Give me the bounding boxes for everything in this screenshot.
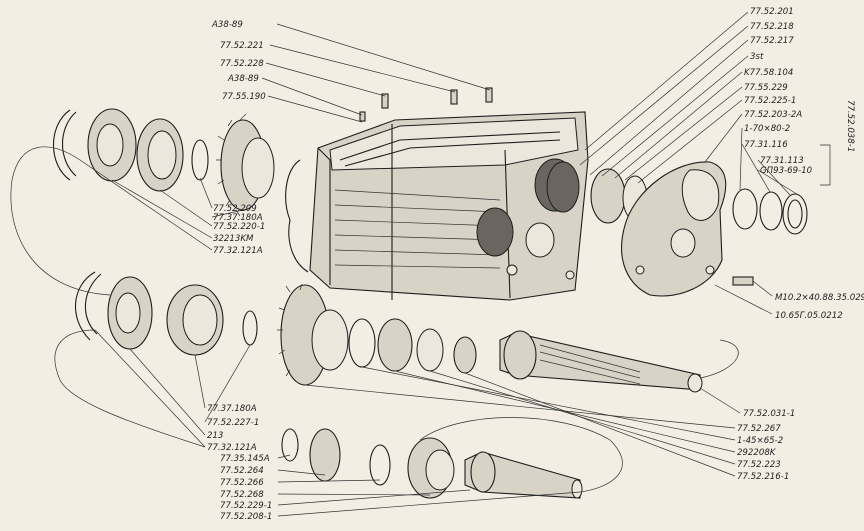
- needle-cage-77-52-264: [309, 428, 341, 482]
- gearbox-housing: [285, 111, 589, 301]
- ring-77-52-227-1: [242, 310, 258, 346]
- label-m10-bolt: M10.2×40.88.35.029: [775, 293, 864, 303]
- housing-bore-left: [476, 207, 514, 257]
- label-1-70x80-2: 1-70×80-2: [744, 124, 790, 134]
- ring-77-52-209: [191, 139, 209, 181]
- label-77-52-208-1: 77.52.208-1: [220, 512, 272, 522]
- label-77-37-180a-top: 77.37.180A: [213, 213, 263, 223]
- label-77-52-218: 77.52.218: [750, 22, 794, 32]
- snap-ring-mid: [75, 271, 102, 341]
- leader-lines: [10, 11, 831, 517]
- label-77-52-267: 77.52.267: [737, 424, 781, 434]
- label-213: 213: [207, 431, 223, 441]
- bearing-77-55-229: [590, 168, 626, 224]
- shaft-77-52-208-1: [464, 451, 583, 499]
- needle-bearing-292208k: [377, 318, 413, 372]
- label-77-52-264: 77.52.264: [220, 466, 264, 476]
- label-77-52-223: 77.52.223: [737, 460, 781, 470]
- label-1-45x65-2: 1-45×65-2: [737, 436, 783, 446]
- label-77-32-121a-top: 77.32.121A: [213, 246, 263, 256]
- label-77-52-220-1: 77.52.220-1: [213, 222, 265, 232]
- label-77-52-203-2a: 77.52.203-2A: [744, 110, 802, 120]
- ring-77-31-113: [782, 193, 808, 235]
- label-77-52-221: 77.52.221: [220, 41, 264, 51]
- washer-77-52-216-1: [453, 336, 477, 374]
- label-gp93-69-10: GП93-69-10: [760, 166, 813, 176]
- label-77-52-266: 77.52.266: [220, 478, 264, 488]
- label-77-52-038-1: 77.52.038-1: [845, 100, 855, 152]
- label-k77-58-104: K77.58.104: [744, 68, 793, 78]
- bottom-row-group: [281, 428, 583, 499]
- label-77-35-145a: 77.35.145A: [220, 454, 270, 464]
- snap-ring-large: [52, 109, 77, 181]
- label-a38-89-top: A38-89: [211, 20, 243, 30]
- label-32213km: 32213KM: [213, 234, 254, 244]
- label-77-52-216-1: 77.52.216-1: [737, 472, 789, 482]
- bearing-cone-right: [546, 161, 580, 213]
- label-77-52-201: 77.52.201: [750, 7, 794, 17]
- label-77-52-031-1: 77.52.031-1: [743, 409, 795, 419]
- label-292208k: 292208K: [737, 448, 777, 458]
- ring-77-52-266: [369, 444, 391, 486]
- bush-77-52-223: [416, 328, 444, 372]
- right-cover-group: [546, 161, 808, 297]
- ring-1-45x65-2: [348, 318, 376, 368]
- label-77-52-217: 77.52.217: [750, 36, 794, 46]
- label-77-37-180a-mid: 77.37.180A: [207, 404, 257, 414]
- label-77-32-121a-mid: 77.32.121A: [207, 443, 257, 453]
- housing-bore-right: [525, 222, 555, 258]
- seal-1-70x80-2: [732, 188, 758, 230]
- label-77-52-228: 77.52.228: [220, 59, 264, 69]
- label-77-52-227-1: 77.52.227-1: [207, 418, 259, 428]
- label-77-55-229: 77.55.229: [744, 83, 788, 93]
- label-77-52-268: 77.52.268: [220, 490, 264, 500]
- label-77-52-229-1: 77.52.229-1: [220, 501, 272, 511]
- label-77-31-116: 77.31.116: [744, 140, 788, 150]
- part-labels: A38-89 77.52.221 77.52.228 A38-89 77.55.…: [207, 7, 864, 522]
- label-10-65g: 10.65Г.05.0212: [775, 311, 843, 321]
- bolt-m10: [732, 276, 754, 286]
- studs: [359, 87, 493, 122]
- label-a38-89: A38-89: [227, 74, 259, 84]
- label-77-55-190: 77.55.190: [222, 92, 266, 102]
- label-77-31-113: 77.31.113: [760, 156, 804, 166]
- mainshaft-77-52-031-1: [499, 330, 703, 393]
- middle-row-group: [75, 271, 703, 393]
- housing-ribs: [334, 189, 501, 269]
- label-77-52-225-1: 77.52.225-1: [744, 96, 796, 106]
- top-left-bearing-group: [52, 108, 275, 217]
- label-3st: 3st: [750, 52, 764, 62]
- label-77-52-209: 77.52.209: [213, 204, 257, 214]
- ring-77-35-145a: [281, 428, 299, 462]
- ring-77-31-116: [759, 191, 783, 231]
